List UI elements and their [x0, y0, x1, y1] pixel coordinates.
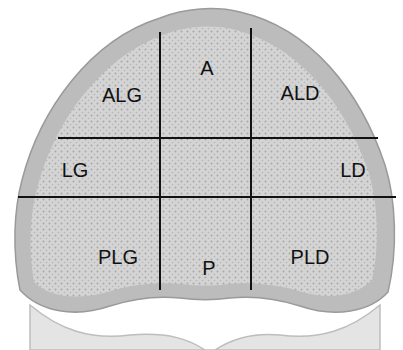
- region-label: LG: [62, 160, 89, 180]
- region-label: P: [202, 258, 215, 278]
- cancellous-bone: [31, 27, 377, 297]
- region-label: ALD: [281, 83, 320, 103]
- region-label: A: [200, 58, 213, 78]
- region-label: LD: [340, 160, 366, 180]
- region-label: PLD: [291, 247, 330, 267]
- cortical-rim: [15, 9, 395, 313]
- grid-lines: [18, 28, 396, 290]
- region-label: PLG: [98, 247, 138, 267]
- region-label: ALG: [102, 85, 142, 105]
